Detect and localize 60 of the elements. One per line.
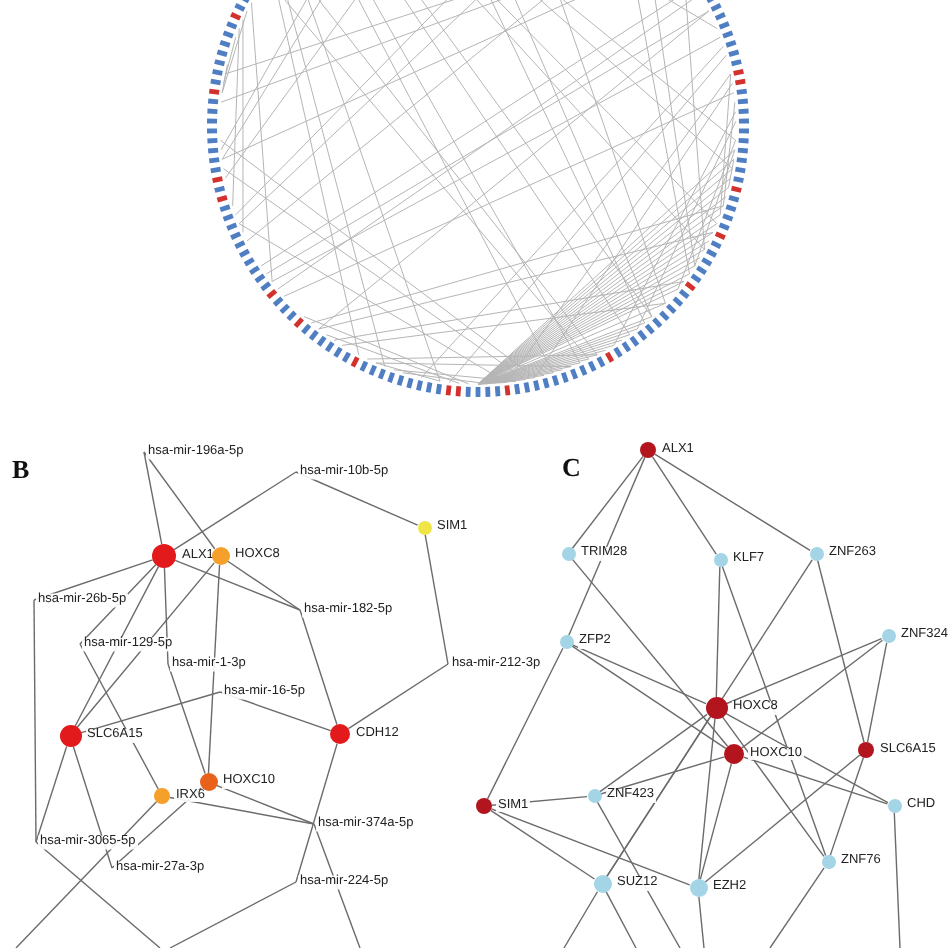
network-edge — [568, 456, 646, 637]
network-edge — [698, 718, 716, 880]
network-edge — [829, 756, 865, 857]
network-edge — [79, 691, 221, 734]
network-edge — [769, 867, 825, 948]
network-edge — [486, 647, 564, 800]
network-edge — [571, 644, 707, 705]
network-edge — [490, 808, 691, 886]
network-edge — [563, 891, 599, 948]
network-edge — [721, 565, 827, 857]
network-edge — [313, 823, 361, 948]
network-edge — [169, 796, 315, 825]
network-edge — [74, 565, 160, 727]
network-edge — [226, 560, 301, 611]
network-edge — [817, 560, 865, 743]
network-edge — [299, 609, 338, 726]
network-edge — [704, 754, 861, 883]
network-edge — [174, 559, 301, 611]
network-edge — [651, 456, 717, 555]
network-edge — [33, 599, 37, 843]
network-edge — [866, 642, 888, 743]
network-edge — [143, 451, 163, 545]
network-edge — [698, 896, 705, 948]
network-edge — [76, 562, 215, 729]
network-edge — [741, 639, 884, 749]
network-edge — [295, 742, 338, 883]
network-edge — [598, 713, 708, 793]
network-edge — [35, 745, 68, 843]
network-edge — [605, 891, 637, 948]
network-edge — [893, 812, 901, 948]
network-edge — [424, 534, 449, 665]
network-edge — [207, 564, 221, 774]
network-edge — [571, 558, 729, 747]
network-edge — [295, 471, 419, 526]
network-edge — [173, 471, 297, 551]
network-edge — [169, 881, 297, 948]
network-edge — [654, 453, 811, 552]
network-edge — [72, 745, 113, 869]
network-edge — [699, 762, 733, 880]
network-edge — [721, 716, 825, 858]
network-edge — [143, 451, 216, 550]
network-edge — [724, 712, 889, 804]
network-edge — [571, 455, 644, 550]
network-edge — [489, 809, 596, 880]
network-edge — [596, 801, 681, 948]
network-edge — [35, 841, 161, 948]
network-edge — [215, 784, 315, 825]
network-edge — [167, 663, 206, 775]
network-edge — [347, 663, 449, 730]
network-edge — [742, 756, 889, 805]
network-edge — [606, 716, 711, 878]
network-edge — [111, 787, 202, 869]
network-edge — [15, 801, 158, 948]
network-edge — [725, 638, 883, 705]
network-edge — [79, 643, 159, 790]
panel-letter: C — [562, 454, 581, 480]
network-edge — [715, 566, 721, 698]
network-edge — [571, 645, 727, 750]
panel-letter: B — [12, 456, 30, 482]
network-edge — [600, 756, 726, 795]
